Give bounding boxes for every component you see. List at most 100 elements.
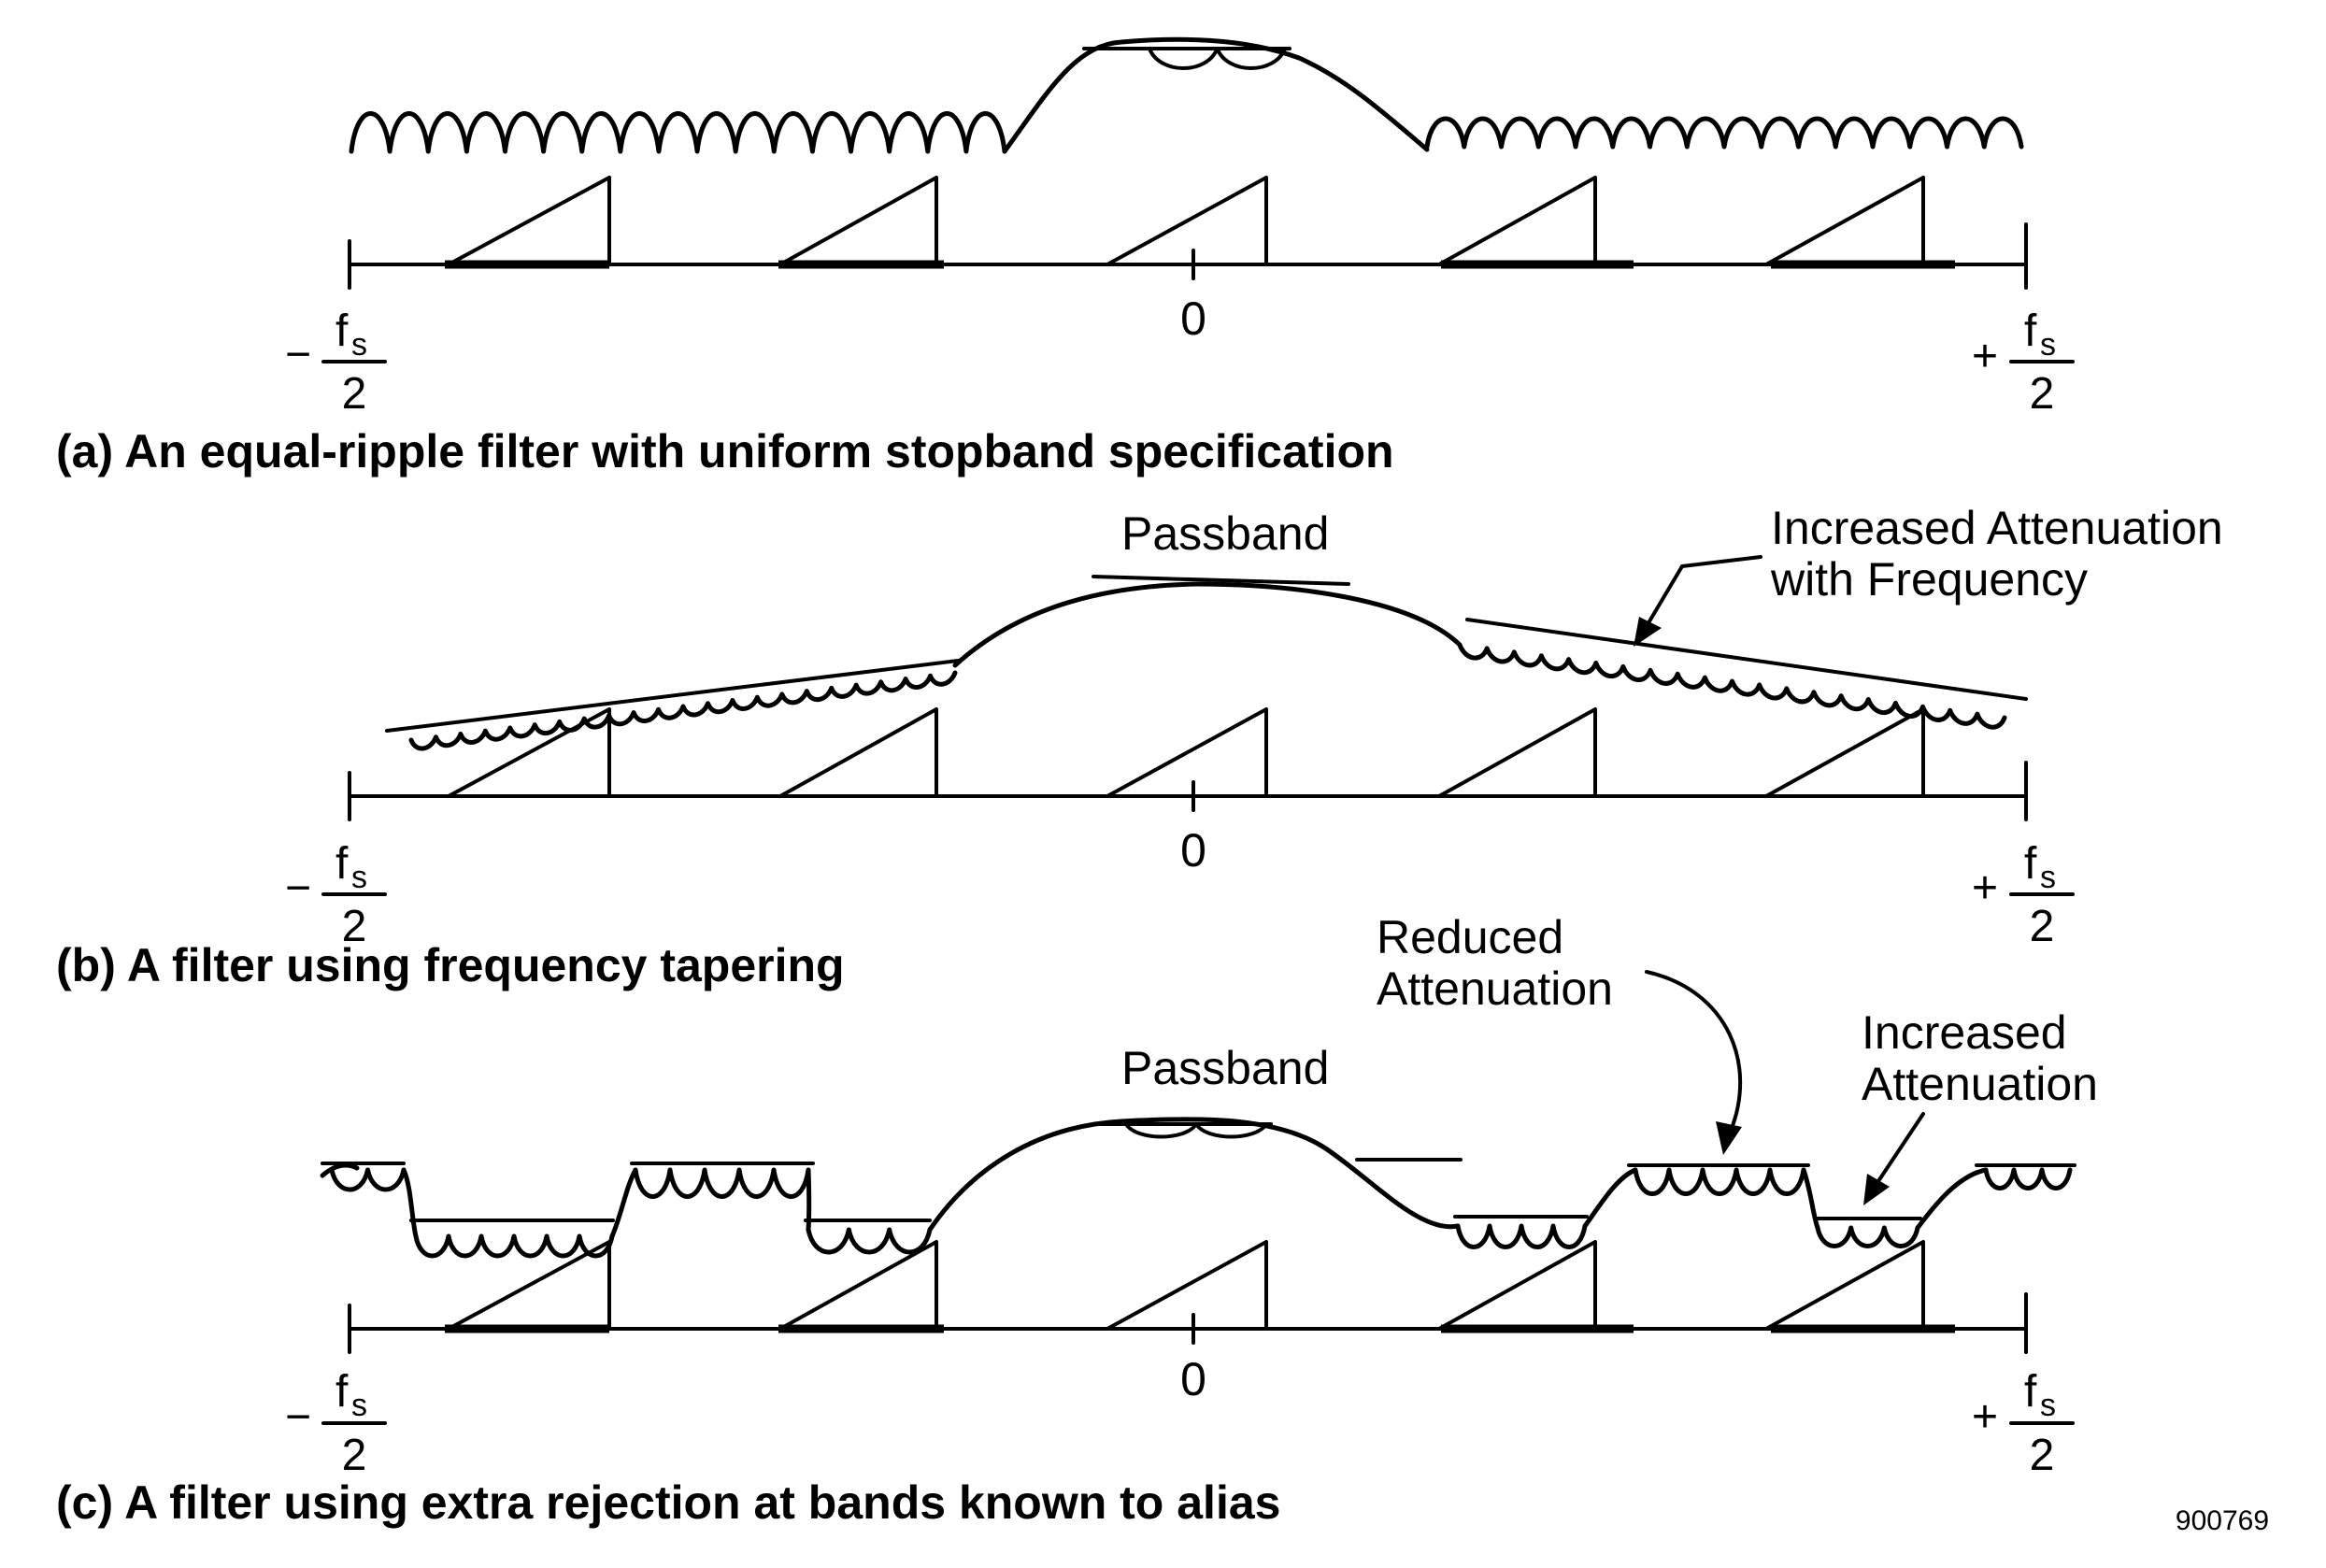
svg-text:f: f (2024, 839, 2037, 889)
svg-text:2: 2 (342, 1431, 367, 1480)
spectral-image-4 (1437, 1240, 1597, 1331)
stopband-ripple (1815, 1225, 1920, 1248)
passband-ripple (1124, 1122, 1268, 1139)
svg-text:s: s (351, 860, 367, 895)
stopband-ripple-left (408, 670, 958, 751)
passband-limit-line (1092, 575, 1350, 586)
stopband-ripple (1633, 1167, 1806, 1196)
transition-4 (1582, 1167, 1638, 1229)
zero-label: 0 (1180, 824, 1206, 877)
spectral-images (447, 707, 1925, 798)
increased-attenuation-label: Attenuation (1862, 1058, 2098, 1110)
increased-attenuation-label: Increased Attenuation (1771, 502, 2223, 554)
transition-6 (1915, 1167, 1989, 1231)
passband-label: Passband (1121, 507, 1329, 560)
pos-fs-over-2-label: + f s 2 (1972, 839, 2075, 951)
passband-ripple (1148, 47, 1287, 70)
stopband-segment-1 (321, 1162, 407, 1192)
svg-text:2: 2 (2030, 369, 2055, 419)
svg-text:f: f (2024, 1367, 2037, 1417)
svg-text:s: s (2040, 860, 2056, 895)
svg-text:s: s (351, 1388, 367, 1423)
stopband-ripple (633, 1167, 811, 1199)
svg-text:+: + (1972, 863, 1998, 913)
stopband-ripple (1455, 1223, 1588, 1249)
reduced-label: Reduced (1377, 911, 1563, 963)
annotation-arrow (1634, 555, 1762, 647)
spectral-image-2 (778, 176, 938, 266)
spectral-image-1 (447, 176, 611, 266)
taper-envelope-right (1465, 618, 2028, 701)
svg-text:2: 2 (342, 369, 367, 419)
taper-envelope-left (385, 659, 960, 733)
stopband-segment-7 (1813, 1217, 1922, 1248)
svg-text:s: s (2040, 327, 2056, 363)
transition-3 (806, 1167, 812, 1233)
spectral-image-2 (778, 1240, 938, 1331)
spectral-image-1 (447, 707, 611, 798)
svg-text:−: − (285, 330, 311, 379)
stopband-ripple (329, 1167, 407, 1192)
passband-label: Passband (1121, 1042, 1329, 1094)
stopband-ripple-left (349, 111, 1007, 154)
svg-text:f: f (335, 1367, 349, 1417)
stopband-segment-6 (1627, 1163, 1810, 1196)
zero-label: 0 (1180, 1353, 1206, 1405)
stopband-ripple (413, 1233, 615, 1259)
passband-response (927, 1117, 1461, 1233)
svg-text:s: s (2040, 1388, 2056, 1423)
caption-c: (c) A filter using extra rejection at ba… (56, 1476, 1280, 1529)
svg-text:2: 2 (2030, 1431, 2055, 1480)
spectral-image-3 (1106, 1240, 1268, 1331)
stopband-ripple-right (1424, 116, 2024, 150)
transition-1 (401, 1167, 419, 1239)
svg-text:−: − (285, 863, 311, 913)
neg-fs-over-2-label: − f s 2 (285, 306, 387, 419)
caption-a: (a) An equal-ripple filter with uniform … (56, 425, 1394, 478)
reduced-attenuation-arrow (1645, 970, 1743, 1155)
stopband-segment-3 (630, 1162, 815, 1199)
svg-text:+: + (1972, 332, 1998, 381)
spectral-image-3 (1106, 176, 1268, 266)
panel-a: 0 − f s 2 + f s 2 (a) An equal-ripple fi… (56, 36, 2075, 478)
panel-b: Passband Increased Attenuation with Freq… (56, 502, 2223, 991)
neg-fs-over-2-label: − f s 2 (285, 1367, 387, 1480)
spectral-images (447, 176, 1925, 266)
spectral-image-5 (1764, 1240, 1925, 1331)
passband-response (952, 581, 1463, 668)
with-frequency-label: with Frequency (1770, 553, 2088, 606)
svg-text:f: f (335, 839, 349, 889)
spectral-image-5 (1764, 707, 1925, 798)
svg-text:f: f (335, 306, 349, 356)
svg-text:s: s (351, 327, 367, 363)
stopband-segment-2 (409, 1219, 615, 1259)
stopband-ripple (1983, 1167, 2073, 1190)
spectral-image-4 (1437, 707, 1597, 798)
increased-label: Increased (1862, 1006, 2067, 1059)
increased-attenuation-arrow (1863, 1112, 1925, 1205)
passband-response (1002, 36, 1430, 154)
stopband-ripple (806, 1227, 933, 1255)
caption-b: (b) A filter using frequency tapering (56, 939, 845, 991)
figure-number: 900769 (2176, 1505, 2269, 1536)
svg-text:2: 2 (2030, 902, 2055, 951)
svg-text:f: f (2024, 306, 2037, 356)
spectral-image-1 (447, 1240, 611, 1331)
reduced-attenuation-label: Attenuation (1377, 962, 1613, 1015)
spectral-images (447, 1240, 1925, 1331)
spectral-image-2 (778, 707, 938, 798)
pos-fs-over-2-label: + f s 2 (1972, 1367, 2075, 1480)
stopband-segments (320, 1162, 2076, 1259)
svg-text:−: − (285, 1392, 311, 1442)
stopband-segment-4 (804, 1219, 933, 1255)
neg-fs-over-2-label: − f s 2 (285, 839, 387, 951)
svg-text:+: + (1972, 1392, 1998, 1442)
stopband-segment-8 (1975, 1163, 2076, 1190)
left-edge (320, 1162, 360, 1178)
spectral-image-5 (1764, 176, 1925, 266)
zero-label: 0 (1180, 292, 1206, 345)
panel-c: Passband Reduced Attenuation Increased A… (56, 911, 2098, 1529)
transition-2 (609, 1167, 638, 1239)
svg-text:2: 2 (342, 902, 367, 951)
